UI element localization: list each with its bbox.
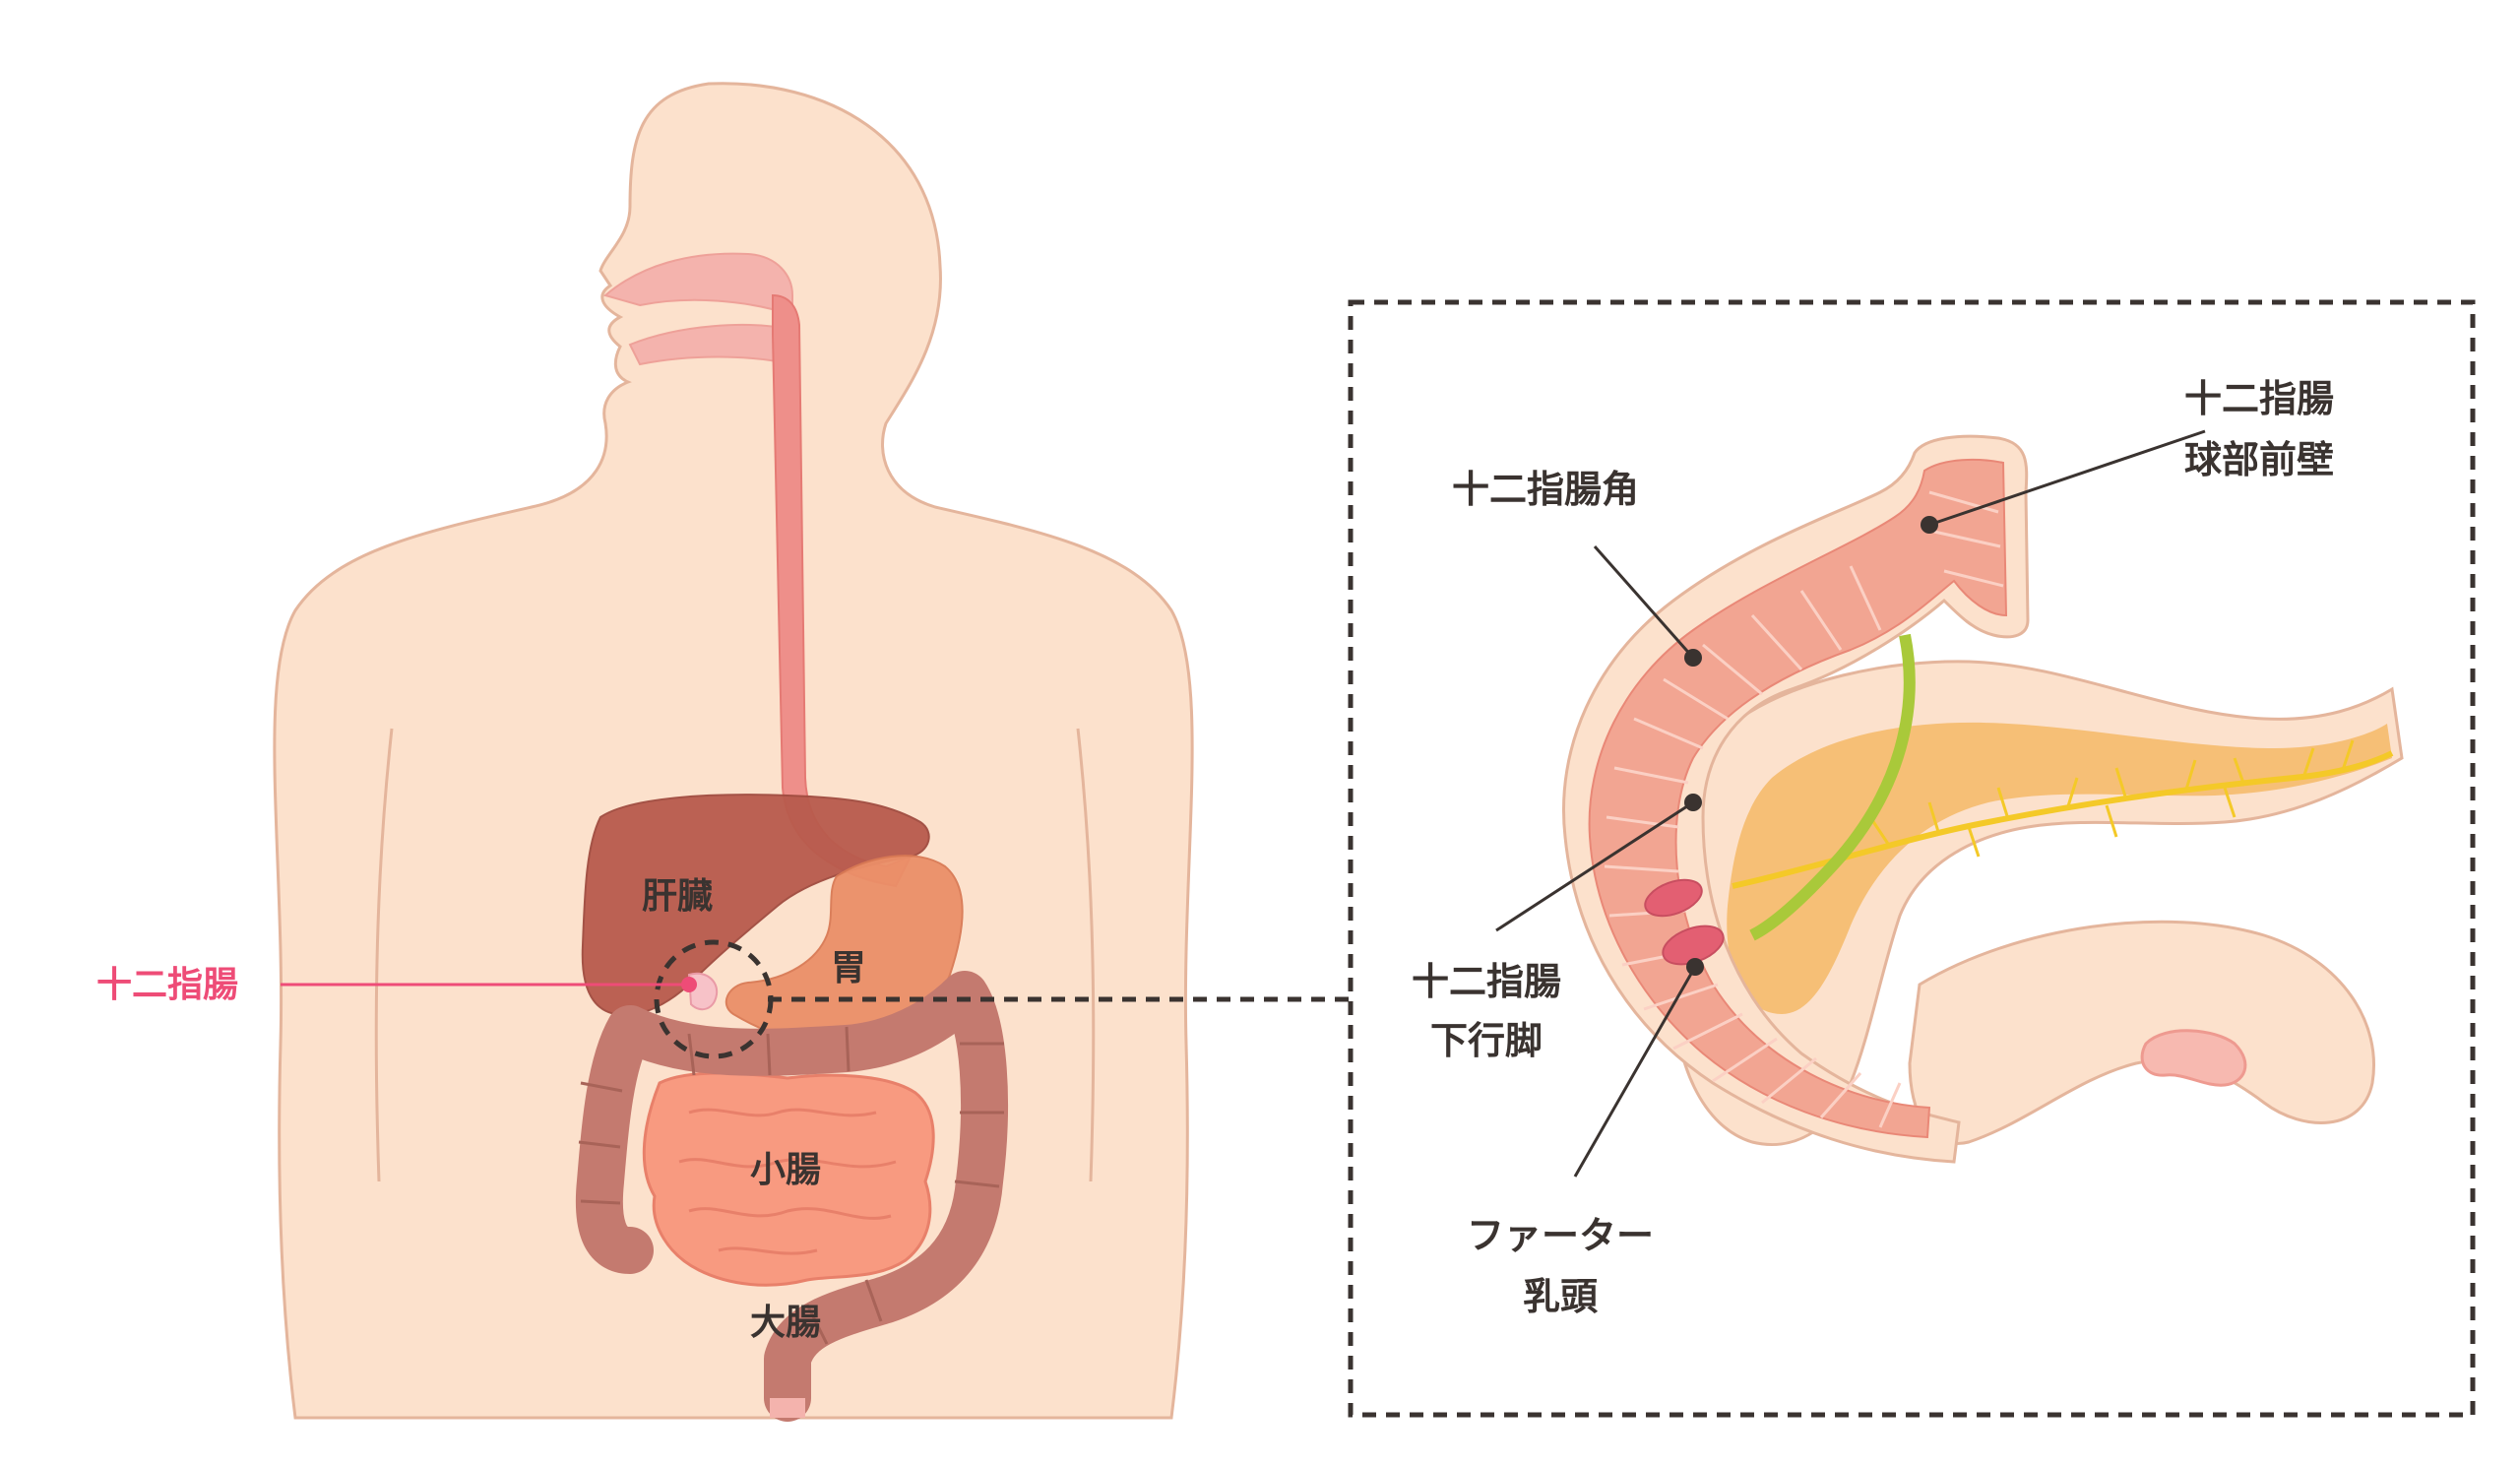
pointer-bulb-line: [1928, 429, 2206, 527]
label-large-intestine: 大腸: [750, 1303, 821, 1343]
pancreas-parenchyma: [1727, 722, 2392, 1014]
pointer-descending-line: [1495, 800, 1694, 932]
label-stomach: 胃: [831, 948, 866, 988]
rectum: [770, 1398, 805, 1418]
small-intestine-folds: [678, 1108, 897, 1255]
pancreatic-duct: [1732, 750, 2394, 889]
minor-papilla: [1644, 878, 1703, 918]
pointer-angle-dot: [1684, 649, 1702, 667]
pancreatic-duct-branches: [1868, 739, 2355, 858]
label-small-intestine: 小腸: [750, 1150, 821, 1190]
nasal-cavity: [602, 252, 793, 317]
small-intestine: [642, 1071, 935, 1287]
pointer-angle-line: [1593, 545, 1695, 659]
label-descending-line2: 下行脚: [1430, 1019, 1543, 1062]
jejunum-loop: [1908, 920, 2375, 1145]
pointer-vater-line: [1573, 966, 1697, 1178]
pancreas: [1671, 633, 2404, 1146]
duodenum-folds: [1604, 490, 2004, 1128]
label-vater-line1: ファーター: [1467, 1214, 1654, 1257]
label-liver: 肝臓: [642, 876, 713, 917]
digestive-upper: [602, 252, 914, 888]
jejunum-lumen: [2140, 1029, 2247, 1087]
label-descending-line1: 十二指腸: [1412, 960, 1561, 1003]
label-duodenal-angle: 十二指腸角: [1452, 468, 1639, 511]
label-bulb-line1: 十二指腸: [2184, 377, 2334, 420]
pointer-descending-dot: [1684, 794, 1702, 811]
bile-duct: [1749, 633, 1916, 941]
arm-line-right: [1076, 728, 1096, 1182]
small-intestine-body: [642, 1071, 935, 1287]
label-duodenum: 十二指腸: [96, 965, 238, 1005]
pointer-vater-dot: [1686, 958, 1704, 976]
large-intestine: [575, 971, 1008, 1422]
pointer-bulb-dot: [1921, 516, 1938, 534]
arm-line-left: [374, 728, 394, 1182]
large-intestine-haustra: [578, 1026, 1004, 1345]
zoom-pointers: [1495, 429, 2206, 1178]
label-vater-line2: 乳頭: [1523, 1275, 1599, 1318]
duodenum-pointer-dot: [681, 977, 697, 992]
label-bulb-line2: 球部前壁: [2184, 438, 2334, 481]
